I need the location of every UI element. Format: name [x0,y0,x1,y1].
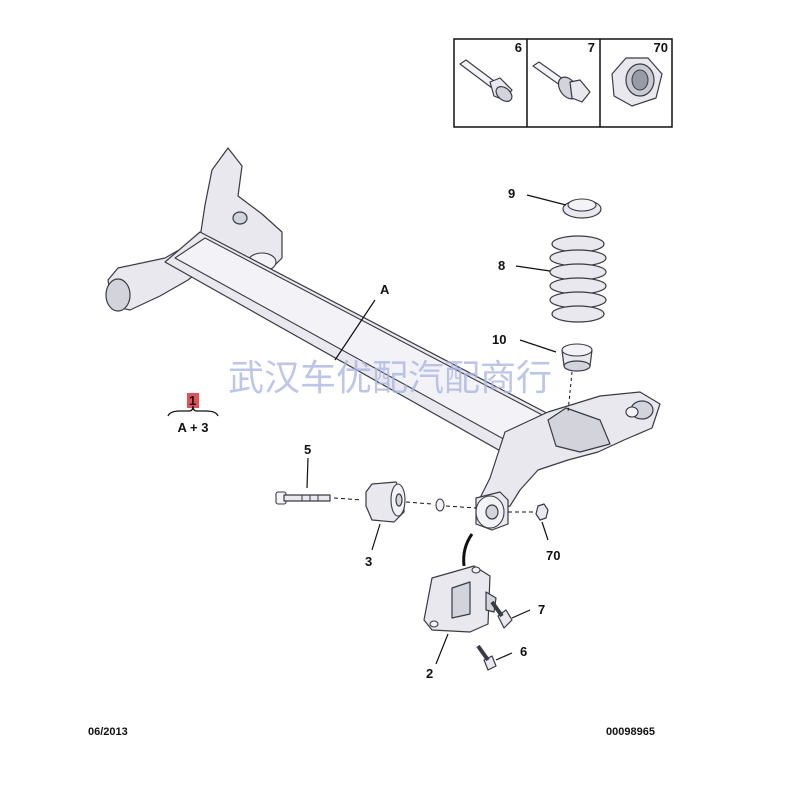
callout-6: 6 [520,644,527,659]
fastener-thumbnails: 6 7 70 [453,38,673,128]
callout-10: 10 [492,332,506,347]
bracket-bolt-6 [476,644,497,671]
bracket-bolt-7 [490,600,513,629]
spring-seat-upper [562,198,602,219]
assembly-ref-number: 1 [189,393,196,408]
bushing [365,481,406,523]
washer [435,498,445,512]
thumbnail-ref-7: 7 [588,40,595,55]
callout-9: 9 [508,186,515,201]
callout-70: 70 [546,548,560,563]
rear-axle-beam [105,147,661,531]
footer-code: 00098965 [606,726,655,738]
assembly-formula: A + 3 [178,420,209,435]
callout-A: A [380,282,390,297]
callout-2: 2 [426,666,433,681]
watermark: 武汉车优配汽配商行 [228,358,552,399]
thumbnail-ref-6: 6 [515,40,522,55]
footer-date: 06/2013 [88,726,128,738]
spring-seat-lower [561,343,593,372]
coil-spring [549,235,607,323]
assembly-reference: 1 A + 3 [167,393,219,435]
lock-nut [535,503,549,521]
callout-8: 8 [498,258,505,273]
nut-icon [611,57,663,107]
assembly-ref-badge [187,393,199,408]
callout-3: 3 [365,554,372,569]
callout-5: 5 [304,442,311,457]
callout-7: 7 [538,602,545,617]
thumbnail-ref-70: 70 [654,40,668,55]
mounting-bracket [423,565,497,633]
through-bolt [275,491,331,505]
bolt-washer-icon [532,61,591,103]
axle-bushing-eye [475,491,509,531]
bolt-flange-icon [459,59,513,102]
